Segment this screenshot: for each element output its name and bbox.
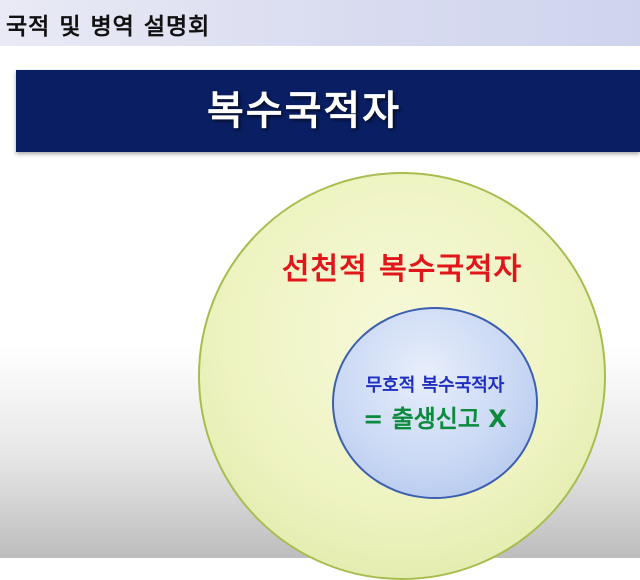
page-title: 국적 및 병역 설명회 — [6, 14, 211, 40]
inner-circle-sublabel: = 출생신고 X — [363, 405, 507, 433]
slide-title: 복수국적자 — [207, 88, 401, 134]
slide-banner: 복수국적자 — [16, 70, 640, 152]
inner-circle-label: 무호적 복수국적자 — [365, 375, 505, 396]
header-bar: 국적 및 병역 설명회 — [0, 0, 640, 46]
inner-circle — [332, 307, 538, 499]
outer-circle-label: 선천적 복수국적자 — [281, 252, 523, 287]
